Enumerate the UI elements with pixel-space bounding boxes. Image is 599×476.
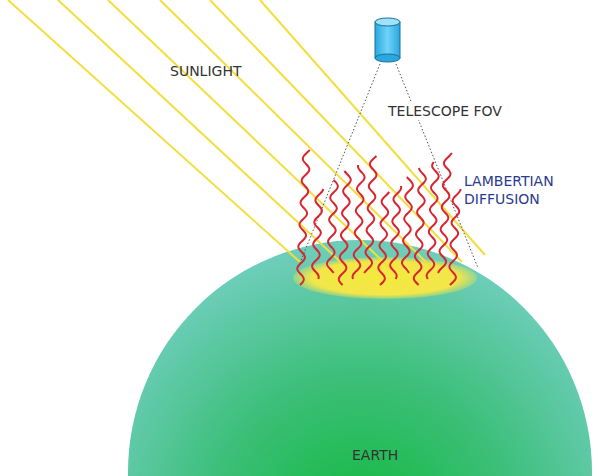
diffusion-wave (312, 189, 323, 279)
earth-label: EARTH (350, 446, 400, 464)
diffusion-wave (353, 165, 365, 279)
diffusion-wave (378, 192, 389, 285)
diffusion-wave (449, 189, 460, 285)
diffusion-label: LAMBERTIAN DIFFUSION (462, 172, 571, 208)
sunlight-rays (8, 0, 485, 270)
sunlight-label: SUNLIGHT (168, 62, 243, 80)
diffusion-wave (327, 180, 338, 273)
diffusion-wave (364, 156, 376, 273)
earth-globe (128, 240, 592, 476)
diffusion-wave (390, 186, 401, 279)
lambertian-waves (297, 150, 460, 285)
diffusion-wave (402, 177, 413, 273)
diffusion-wave (414, 168, 426, 285)
fov-lines (298, 64, 478, 268)
sunlight-ray (8, 0, 300, 262)
telescope-icon (375, 18, 400, 62)
diffusion-wave (427, 162, 439, 279)
fov-label: TELESCOPE FOV (386, 102, 504, 120)
diffusion-wave (297, 150, 309, 285)
diffusion-wave (339, 171, 351, 285)
diffusion-wave (438, 153, 452, 273)
